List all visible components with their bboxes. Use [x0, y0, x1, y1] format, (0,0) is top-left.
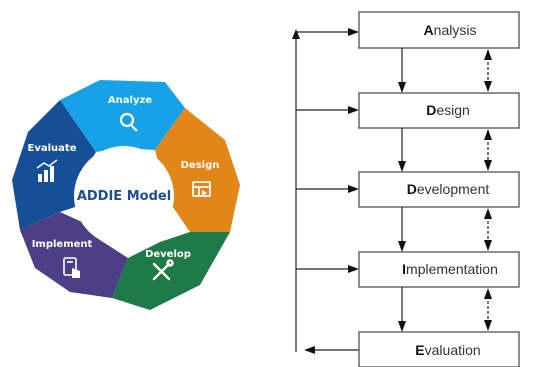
segment-design: [155, 108, 240, 232]
stage-box-implementation: [358, 251, 520, 288]
segment-implement: [20, 212, 128, 298]
arrowhead-implementation: [348, 265, 359, 273]
arrowhead-evaluation-output: [304, 346, 315, 354]
stage-label-analysis: Analysis: [424, 22, 477, 38]
bar-chart-icon: [36, 159, 58, 182]
stage-label-implementation: Implementation: [402, 261, 498, 277]
arrowhead-design: [348, 106, 359, 114]
segment-label-analyze: Analyze: [108, 95, 152, 106]
segment-label-evaluate: Evaluate: [28, 143, 77, 154]
arrowhead-analysis: [348, 28, 359, 36]
segment-label-design: Design: [181, 160, 220, 171]
addie-wheel: ADDIE Model Analyze Design Develop Imple…: [12, 80, 240, 310]
stage-box-design: [358, 92, 520, 129]
tools-icon: [152, 259, 174, 281]
arrowhead-spine-top: [292, 29, 300, 39]
segment-develop: [112, 232, 230, 310]
wheel-center-title: ADDIE Model: [77, 189, 171, 204]
addie-flow: Analysis Design Development Implementati…: [292, 11, 520, 367]
forward-arrows: [398, 48, 406, 332]
segment-label-implement: Implement: [32, 239, 93, 250]
wheel-center: [74, 146, 174, 246]
magnifier-icon: [119, 112, 138, 132]
stage-box-evaluation: [358, 331, 520, 367]
tablet-touch-icon: [63, 257, 80, 278]
feedback-arrows: [484, 49, 492, 331]
stage-box-analysis: [358, 11, 520, 49]
stage-label-design: Design: [426, 102, 470, 118]
stage-label-evaluation: Evaluation: [415, 342, 480, 358]
stage-box-development: [358, 171, 520, 208]
stage-label-development: Development: [407, 181, 490, 197]
layout-icon: [192, 181, 211, 197]
segment-label-develop: Develop: [145, 249, 191, 260]
arrowhead-development: [348, 185, 359, 193]
